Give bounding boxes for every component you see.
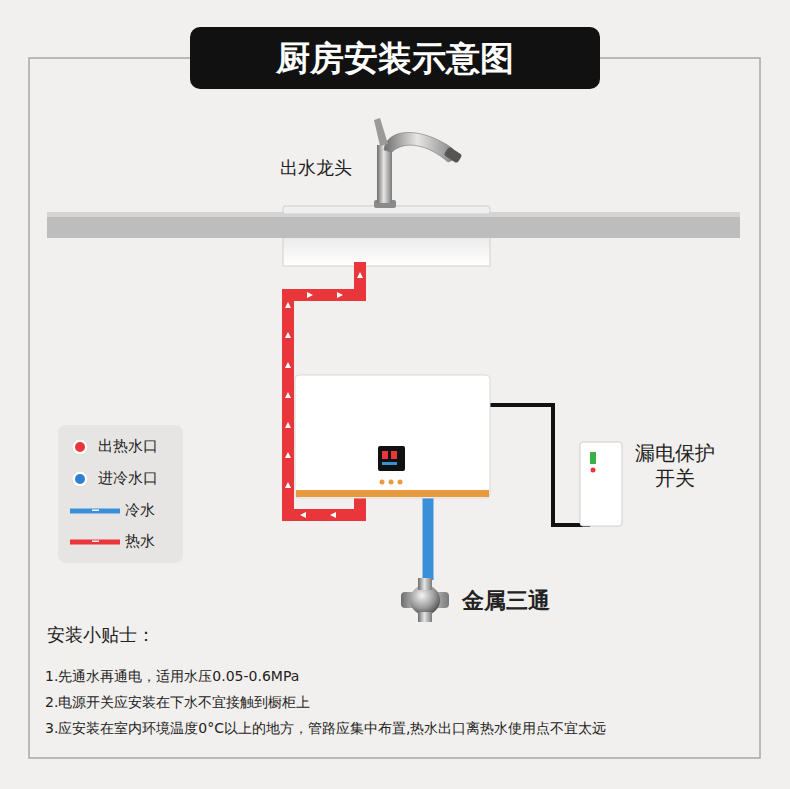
tee-label: 金属三通 [462, 587, 552, 615]
title: 厨房安装示意图 [190, 27, 600, 89]
legend-text: 进冷水口 [98, 469, 158, 488]
node-text: 出水龙头 [280, 157, 354, 180]
leakage-switch [580, 442, 622, 526]
metal-tee [401, 578, 449, 622]
switch-label: 漏电保护 开关 [632, 441, 720, 491]
legend-line [70, 509, 120, 514]
legend-ring [72, 471, 88, 487]
legend-line [70, 540, 120, 545]
legend-text: 热水 [125, 532, 155, 551]
legend-line-mark [92, 541, 99, 542]
legend-box [58, 425, 183, 563]
legend-swatch [75, 474, 85, 484]
node-text: 金属三通 [462, 587, 552, 615]
cold-pipe [423, 497, 434, 580]
node-text: 漏电保护 开关 [632, 441, 718, 491]
faucet-label: 出水龙头 [280, 157, 354, 180]
tip-note: 2.电源开关应安装在下水不宜接触到橱柜上 [45, 694, 310, 712]
legend-ring [72, 439, 88, 455]
faucet [374, 118, 462, 208]
tip-note: 1.先通水再通电，适用水压0.05-0.6MPa [45, 668, 299, 686]
countertop [47, 212, 740, 238]
legend-line-mark [92, 510, 99, 511]
water-heater [295, 375, 490, 498]
tip-note: 3.应安装在室内环境温度0°C以上的地方，管路应集中布置,热水出口离热水使用点不… [45, 720, 607, 738]
legend-swatch [75, 442, 85, 452]
frame [29, 58, 760, 758]
tips-heading: 安装小贴士： [47, 624, 155, 647]
power-wire [490, 405, 590, 525]
legend-text: 冷水 [125, 501, 155, 520]
legend-text: 出热水口 [98, 437, 158, 456]
